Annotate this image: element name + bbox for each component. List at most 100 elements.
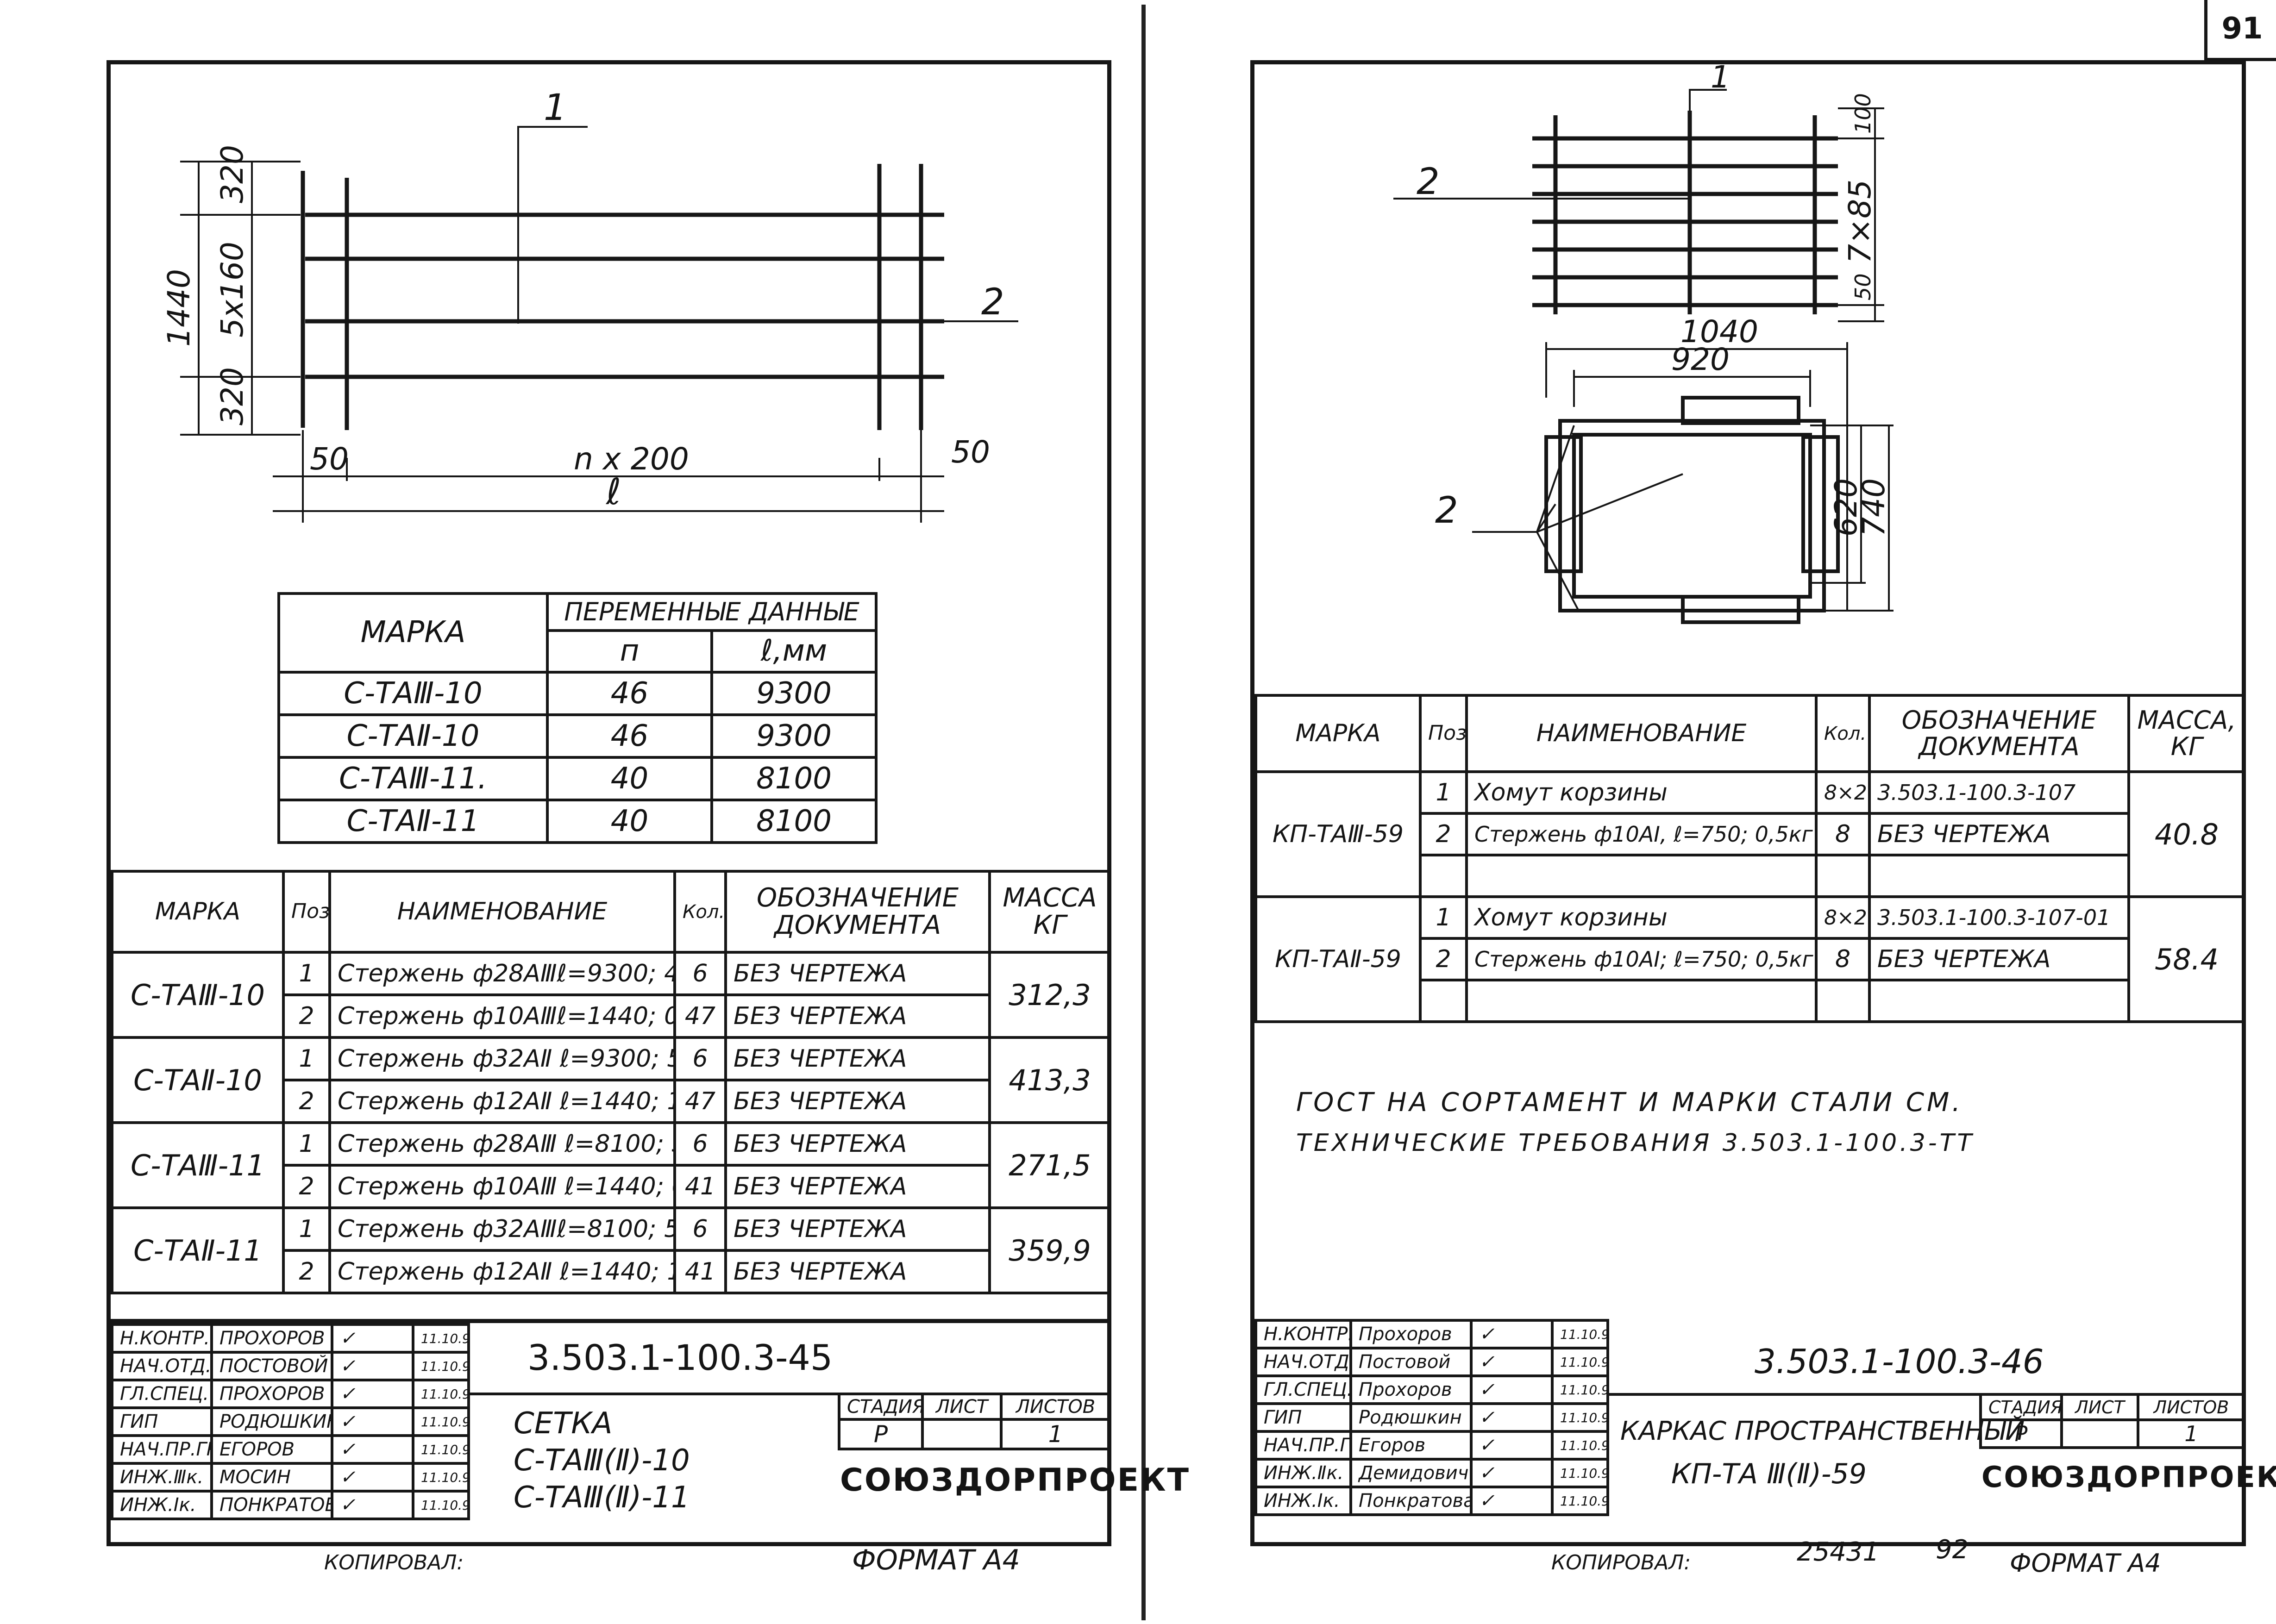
spec-cell-poz: 1 (282, 1206, 331, 1252)
person-name: ЕГОРОВ (210, 1434, 333, 1465)
dim-n-x-200: n x 200 (574, 441, 689, 477)
spec-cell-mass: 413,3 (988, 1036, 1111, 1124)
spec-cell-name: Стержень ф12АⅡ ℓ=1440; 1,3кг (328, 1249, 676, 1294)
spec-header-poz: Поз. (1419, 694, 1468, 773)
date: 11.10.91 (1551, 1374, 1609, 1405)
var-cell-l: 8100 (710, 756, 878, 801)
signature: ✓ (1470, 1319, 1554, 1349)
signature: ✓ (331, 1351, 414, 1381)
cage-pos-1: 1 (1711, 64, 1730, 95)
stage-header: СТАДИЯ (838, 1393, 924, 1421)
dim-50-left: 50 (310, 441, 349, 477)
dim-1040: 1040 (1680, 314, 1758, 350)
person-name: МОСИН (210, 1462, 333, 1493)
spec-cell-kol: 8×2 (1815, 770, 1871, 815)
date: 11.10.91 (1551, 1319, 1609, 1349)
spec-cell-poz: 2 (282, 1249, 331, 1294)
spec-cell-marka: С-ТАⅡ-10 (111, 1036, 285, 1124)
spec-cell-marka: КП-ТАⅡ-59 (1254, 895, 1422, 1023)
person-name: Прохоров (1349, 1374, 1473, 1405)
role: ИНЖ.Ⅲк. (111, 1462, 213, 1493)
spec-cell-poz: 1 (282, 1036, 331, 1081)
title-block-right: Н.КОНТР.Прохоров✓11.10.91 НАЧ.ОТД.Постов… (1254, 1319, 2276, 1546)
stage-value: Р (838, 1418, 924, 1450)
signature-table: Н.КОНТР.ПРОХОРОВ✓11.10.91 НАЧ.ОТД.ПОСТОВ… (111, 1323, 470, 1520)
role: Н.КОНТР. (1254, 1319, 1352, 1349)
doc-code-left: 3.503.1-100.3-45 (527, 1337, 833, 1378)
spec-header-poz: Поз. (282, 870, 331, 954)
doc-code-right: 3.503.1-100.3-46 (1755, 1342, 2044, 1381)
spec-header-marka: МАРКА (111, 870, 285, 954)
spec-cell-marka: С-ТАⅢ-10 (111, 951, 285, 1039)
role: Н.КОНТР. (111, 1323, 213, 1354)
signature: ✓ (1470, 1458, 1554, 1488)
spec-cell-mass: 359,9 (988, 1206, 1111, 1294)
page-number-box: 91 (2204, 0, 2276, 61)
signature: ✓ (1470, 1402, 1554, 1433)
title-block-left: Н.КОНТР.ПРОХОРОВ✓11.10.91 НАЧ.ОТД.ПОСТОВ… (111, 1319, 1191, 1550)
spec-cell-doc: БЕЗ ЧЕРТЕЖА (724, 1249, 991, 1294)
dim-320-top: 320 (214, 145, 250, 203)
left-sheet: 1 2 320 5x160 1440 320 50 n x 200 50 ℓ М… (107, 60, 1189, 1546)
table-row: 2 Стержень ф10АⅠ, ℓ=750; 0,5кг 8 БЕЗ ЧЕР… (1256, 812, 2245, 856)
spec-cell-kol: 6 (673, 1206, 727, 1252)
spec-cell-doc: БЕЗ ЧЕРТЕЖА (724, 993, 991, 1039)
table-row: 2 Стержень ф10АⅠ; ℓ=750; 0,5кг 8 БЕЗ ЧЕР… (1256, 937, 2245, 981)
spec-cell-kol: 8×2 (1815, 895, 1871, 940)
page-number: 91 (2221, 12, 2263, 46)
org-stamp-left: СОЮЗДОРПРОЕКТ (840, 1462, 1191, 1499)
dim-920: 920 (1671, 342, 1730, 377)
date: 11.10.91 (1551, 1402, 1609, 1433)
table-row: С-ТАⅢ-10 46 9300 (277, 671, 878, 716)
stage-value: Р (1979, 1418, 2063, 1449)
spec-cell-kol: 6 (673, 951, 727, 996)
drawing-title-1: СЕТКА (514, 1406, 613, 1441)
signature-table: Н.КОНТР.Прохоров✓11.10.91 НАЧ.ОТД.Постов… (1254, 1319, 1609, 1516)
table-row: Н.КОНТР.Прохоров✓11.10.91 (1254, 1319, 1609, 1349)
date: 11.10.91 (1551, 1486, 1609, 1516)
table-row: ГЛ.СПЕЦ.ПРОХОРОВ✓11.10.91 (111, 1379, 470, 1409)
dim-5x160: 5x160 (214, 242, 250, 337)
spec-header-marka: МАРКА (1254, 694, 1422, 773)
spec-cell-marka: КП-ТАⅢ-59 (1254, 770, 1422, 898)
spec-cell-kol: 6 (673, 1036, 727, 1081)
spec-cell-kol: 41 (673, 1164, 727, 1209)
var-cell-marka: С-ТАⅡ-11 (277, 799, 549, 844)
spec-cell-kol: 47 (673, 993, 727, 1039)
table-row: ИНЖ.Ⅱк.Демидович✓11.10.91 (1254, 1458, 1609, 1488)
spec-cell-doc: БЕЗ ЧЕРТЕЖА (724, 1121, 991, 1167)
dim-620: 620 (1828, 478, 1864, 537)
cage-pos-2-plan: 2 (1435, 490, 1458, 531)
spec-cell-name: Хомут корзины (1465, 770, 1818, 815)
spec-cell-kol (1815, 979, 1871, 1023)
spec-cell-doc: БЕЗ ЧЕРТЕЖА (724, 1036, 991, 1081)
date: 11.10.91 (412, 1490, 470, 1520)
table-row: С-ТАⅡ-11 1 Стержень ф32АⅢℓ=8100; 51,1кг … (111, 1206, 1111, 1294)
title-divider (467, 1393, 1109, 1395)
var-cell-n: 40 (546, 799, 713, 844)
var-header-marka: МАРКА (277, 592, 549, 674)
spec-cell-doc (1868, 979, 2130, 1023)
copied-text: КОПИРОВАЛ: (1551, 1551, 1691, 1574)
person-name: РОДЮШКИН (210, 1406, 333, 1437)
spec-cell-doc: БЕЗ ЧЕРТЕЖА (724, 1164, 991, 1209)
person-name: ПРОХОРОВ (210, 1323, 333, 1354)
table-row: ГЛ.СПЕЦ.Прохоров✓11.10.91 (1254, 1374, 1609, 1405)
cage-pos-2-top: 2 (1417, 161, 1440, 203)
signature: ✓ (1470, 1430, 1554, 1461)
org-stamp-right: СОЮЗДОРПРОЕКТ (1981, 1460, 2276, 1494)
spec-cell-poz: 1 (282, 1121, 331, 1167)
spec-cell-kol: 41 (673, 1249, 727, 1294)
signature: ✓ (331, 1462, 414, 1493)
spec-cell-poz: 1 (282, 951, 331, 996)
person-name: ПОНКРАТОВА (210, 1490, 333, 1520)
right-sheet: 1 2 100 7×85 50 (1250, 60, 2276, 1546)
drawing-title-1: КАРКАС ПРОСТРАНСТВЕННЫЙ (1620, 1416, 2025, 1446)
spec-table-right: МАРКА Поз. НАИМЕНОВАНИЕ Кол. ОБОЗНАЧЕНИЕ… (1254, 694, 2246, 1023)
role: НАЧ.ОТД. (1254, 1347, 1352, 1377)
spec-cell-doc: БЕЗ ЧЕРТЕЖА (1868, 937, 2130, 981)
spec-cell-poz: 2 (282, 1164, 331, 1209)
spec-cell-name: Стержень ф32АⅢℓ=8100; 51,1кг (328, 1206, 676, 1252)
